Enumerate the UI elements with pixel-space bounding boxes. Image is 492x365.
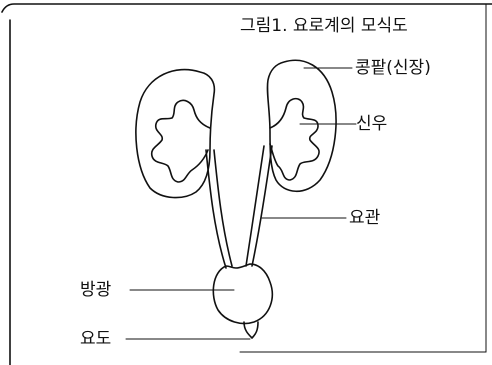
frame-top-line	[2, 4, 492, 12]
bladder-label: 방광	[80, 280, 111, 300]
urethra-label: 요도	[80, 329, 111, 349]
right-renal-pelvis	[270, 99, 319, 180]
right-kidney	[267, 60, 336, 191]
left-ureter-outer	[214, 150, 232, 266]
bladder	[213, 264, 272, 324]
renal-pelvis-label: 신우	[356, 114, 387, 134]
urethra	[244, 322, 258, 338]
figure-title: 그림1. 요로계의 모식도	[240, 16, 408, 36]
left-kidney	[136, 70, 214, 198]
kidney-label: 콩팥(신장)	[355, 58, 431, 78]
ureter-label: 요관	[349, 208, 380, 228]
left-renal-pelvis	[152, 100, 210, 182]
